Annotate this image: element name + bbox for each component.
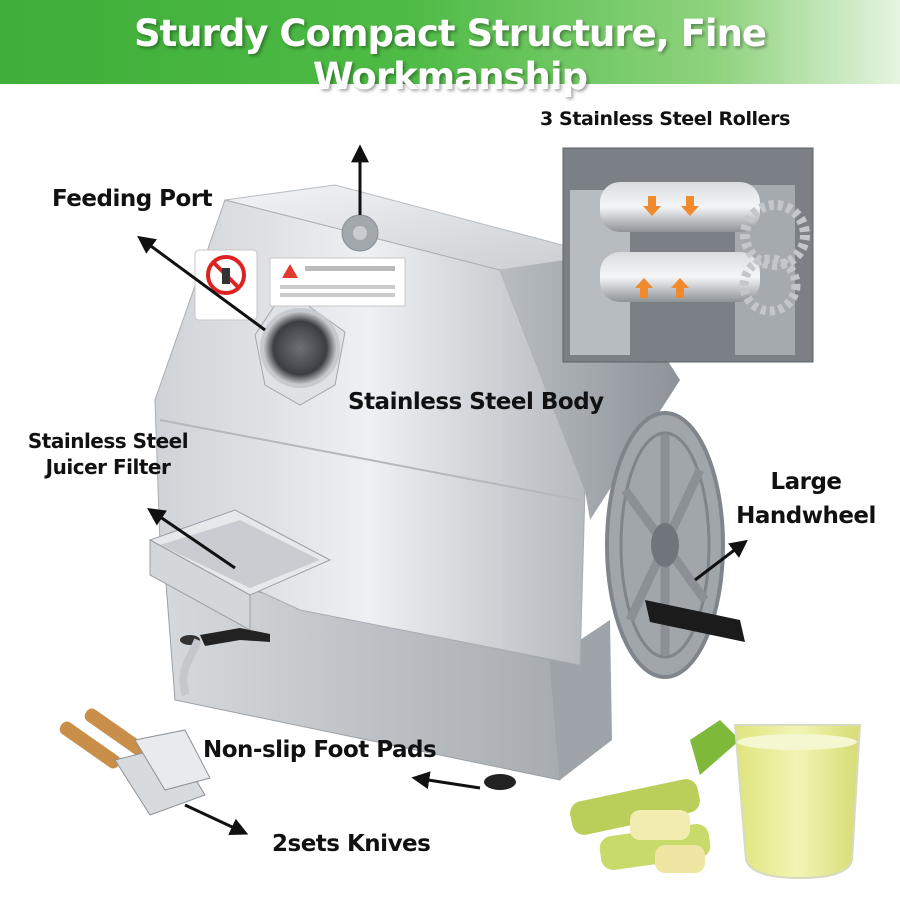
arrow-icon [147, 507, 236, 570]
filter-label: Stainless Steel Juicer Filter [18, 428, 198, 480]
callout-arrows [137, 144, 748, 836]
handwheel-label-line1: Large [770, 469, 842, 495]
filter-label-line2: Juicer Filter [45, 455, 171, 479]
arrow-icon [137, 235, 266, 332]
arrow-icon [184, 803, 249, 836]
sugarcane [570, 720, 740, 873]
warning-sign-icon [194, 249, 258, 321]
caution-label [269, 257, 406, 307]
rollers-label: 3 Stainless Steel Rollers [540, 108, 791, 130]
juice-glass [733, 724, 862, 880]
knives-label: 2sets Knives [272, 831, 431, 857]
feeding-port-label: Feeding Port [52, 186, 213, 212]
no-hand-sign-icon [222, 268, 230, 284]
foot-pad [484, 774, 516, 790]
arrow-icon [411, 771, 481, 790]
feeding-port [254, 299, 346, 406]
banner-title: Sturdy Compact Structure, Fine Workmansh… [133, 12, 767, 98]
handwheel [605, 411, 745, 679]
knives [59, 708, 211, 816]
body-label: Stainless Steel Body [348, 389, 604, 415]
foot-pads-label: Non-slip Foot Pads [203, 737, 437, 763]
handwheel-label: Large Handwheel [716, 465, 896, 533]
arrow-icon [694, 539, 748, 582]
filter-label-line1: Stainless Steel [27, 429, 189, 453]
handwheel-label-line2: Handwheel [736, 503, 876, 529]
juicer-filter [148, 509, 332, 631]
juice-tap [179, 628, 270, 697]
handwheel-handle [645, 600, 745, 642]
rollers-inset [562, 147, 814, 363]
banner: Sturdy Compact Structure, Fine Workmansh… [0, 0, 900, 98]
